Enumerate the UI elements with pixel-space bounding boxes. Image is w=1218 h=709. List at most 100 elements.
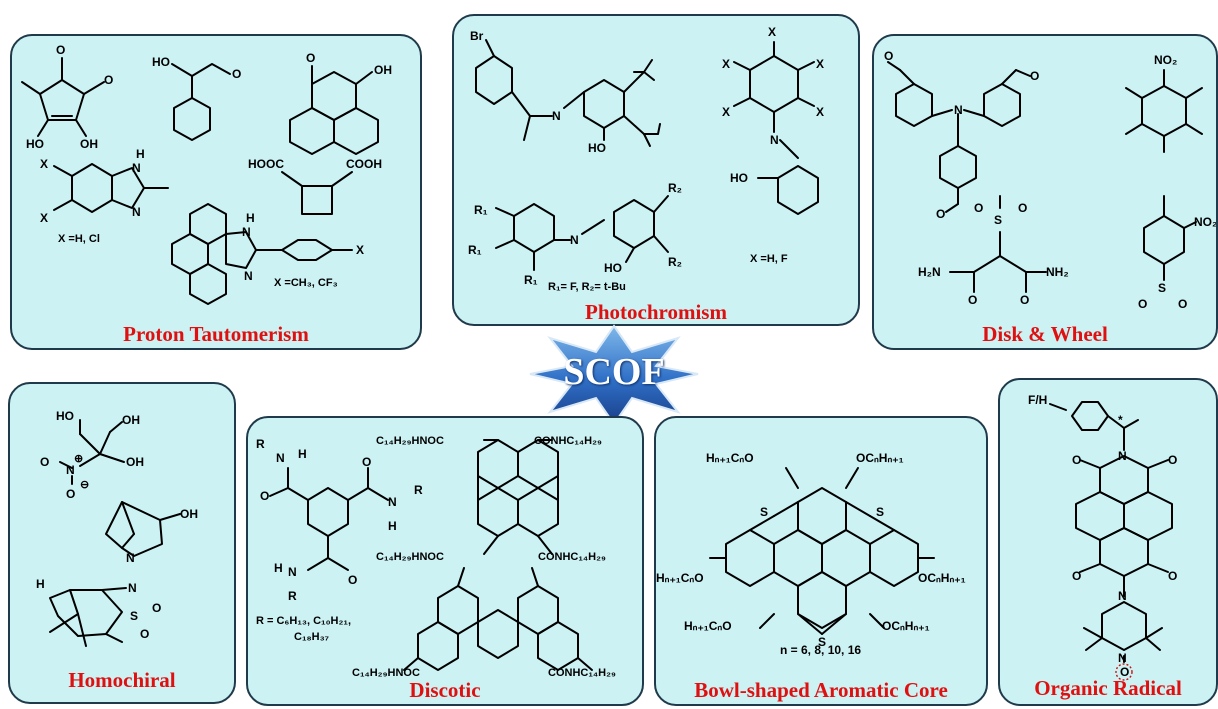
charge-minus: ⊖ xyxy=(80,479,89,491)
panel-title-homochiral: Homochiral xyxy=(68,668,176,692)
disk-wheel-structures: O O N O NO₂ S O O H₂N NH₂ O O NO₂ S xyxy=(884,49,1217,311)
atom-o-disc-3: O xyxy=(348,573,357,587)
atom-oh-homo-1: OH xyxy=(122,413,140,427)
atom-h2n: H₂N xyxy=(918,265,941,279)
atom-n-photo-2: N xyxy=(770,133,779,147)
atom-x-photo-1: X xyxy=(768,25,776,39)
chiral-star: * xyxy=(1118,413,1123,427)
atom-h-homo: H xyxy=(36,577,45,591)
atom-r2-1: R₂ xyxy=(668,181,682,195)
atom-o-1: O xyxy=(56,43,65,57)
atom-o-radical: O xyxy=(1120,665,1129,679)
panel-discotic: R N H O O N R H H N R O R = C₆H₁₃, C₁₀H₂… xyxy=(246,416,644,706)
atom-fh: F/H xyxy=(1028,393,1047,407)
discotic-structures: R N H O O N R H H N R O R = C₆H₁₃, C₁₀H₂… xyxy=(256,435,616,679)
atom-ho-homo: HO xyxy=(56,409,74,423)
atom-o-rad-2: O xyxy=(1168,453,1177,467)
atom-x-2: X xyxy=(40,211,48,225)
atom-no2-1: NO₂ xyxy=(1154,53,1177,67)
atom-n-homo-1: N xyxy=(66,463,75,477)
atom-amide-disc-2: CONHC₁₄H₂₉ xyxy=(534,435,602,447)
atom-r-disc-2: R xyxy=(414,483,423,497)
atom-o-disc-1: O xyxy=(260,489,269,503)
atom-no2-2: NO₂ xyxy=(1194,215,1217,229)
note-discotic-2: C₁₈H₃₇ xyxy=(294,631,329,643)
atom-n-rad-1: N xyxy=(1118,449,1127,463)
panel-title-discotic: Discotic xyxy=(409,678,481,702)
atom-o-homo-3: O xyxy=(152,601,161,615)
atom-r2-2: R₂ xyxy=(668,255,682,269)
atom-ho-1: HO xyxy=(26,137,44,151)
atom-o-homo-1: O xyxy=(40,455,49,469)
atom-o-disk-8: O xyxy=(1138,297,1147,311)
atom-n-disc-1: N xyxy=(276,451,285,465)
atom-x-1: X xyxy=(40,157,48,171)
atom-n-1: N xyxy=(132,161,141,175)
atom-ho-photo-3: HO xyxy=(604,261,622,275)
atom-alkoxy-bowl-6: OCₙHₙ₊₁ xyxy=(882,619,930,633)
atom-x-photo-2: X xyxy=(722,57,730,71)
atom-r-disc-1: R xyxy=(256,437,265,451)
atom-ho-2: HO xyxy=(152,55,170,69)
atom-ho-photo-1: HO xyxy=(588,141,606,155)
atom-h-2: H xyxy=(246,211,255,225)
atom-alkoxy-bowl-4: OCₙHₙ₊₁ xyxy=(918,571,966,585)
panel-title-disk-and-wheel: Disk & Wheel xyxy=(982,322,1108,346)
proton-tautomerism-structures: O O HO OH HO O O OH X X H N N X =H, Cl H xyxy=(21,43,392,305)
atom-h-disc-2: H xyxy=(388,519,397,533)
atom-alkoxy-bowl-3: Hₙ₊₁CₙO xyxy=(656,571,704,585)
note-discotic-1: R = C₆H₁₃, C₁₀H₂₁, xyxy=(256,615,351,627)
atom-amide-disc-5: C₁₄H₂₉HNOC xyxy=(352,667,420,679)
atom-cooh: COOH xyxy=(346,157,382,171)
panel-title-bowl-shaped-aromatic-core: Bowl-shaped Aromatic Core xyxy=(694,678,948,702)
photochromism-structures: Br N HO X X X X X N HO X =H, F R₁ R₁ xyxy=(468,25,824,293)
atom-amide-disc-6: CONHC₁₄H₂₉ xyxy=(548,667,616,679)
atom-n-homo-3: N xyxy=(128,581,137,595)
panel-bowl-shaped-aromatic-core: Hₙ₊₁CₙO OCₙHₙ₊₁ Hₙ₊₁CₙO OCₙHₙ₊₁ Hₙ₊₁CₙO … xyxy=(654,416,988,706)
atom-ho-photo-2: HO xyxy=(730,171,748,185)
atom-amide-disc-3: C₁₄H₂₉HNOC xyxy=(376,551,444,563)
atom-n-3: N xyxy=(242,225,251,239)
panel-organic-radical: F/H * N O O O O N N O Organic Radical xyxy=(998,378,1218,706)
panel-title-photochromism: Photochromism xyxy=(585,300,727,324)
atom-r1-2: R₁ xyxy=(468,243,482,257)
atom-alkoxy-bowl-1: Hₙ₊₁CₙO xyxy=(706,451,754,465)
atom-s-bowl-3: S xyxy=(818,635,826,649)
note-bowl: n = 6, 8, 10, 16 xyxy=(780,643,861,657)
atom-n-photo-3: N xyxy=(570,233,579,247)
atom-n-2: N xyxy=(132,205,141,219)
atom-oh-homo-3: OH xyxy=(180,507,198,521)
atom-nh2: NH₂ xyxy=(1046,265,1069,279)
atom-hooc: HOOC xyxy=(248,157,284,171)
panel-homochiral: HO OH OH O N O ⊕ ⊖ OH N H N S O O Homoch… xyxy=(8,382,236,704)
panel-disk-and-wheel: O O N O NO₂ S O O H₂N NH₂ O O NO₂ S xyxy=(872,34,1218,350)
scof-label: SCOF xyxy=(563,351,665,393)
atom-n-disc-3: N xyxy=(288,565,297,579)
atom-n-rad-2: N xyxy=(1118,589,1127,603)
atom-n-disk: N xyxy=(954,103,963,117)
homochiral-structures: HO OH OH O N O ⊕ ⊖ OH N H N S O O xyxy=(36,409,198,647)
atom-r-disc-3: R xyxy=(288,589,297,603)
note-proton-2: X =CH₃, CF₃ xyxy=(274,277,338,289)
atom-o-rad-3: O xyxy=(1072,569,1081,583)
atom-s-disk-2: S xyxy=(1158,281,1166,295)
atom-amide-disc-4: CONHC₁₄H₂₉ xyxy=(538,551,606,563)
atom-n-4: N xyxy=(244,269,253,283)
atom-o-disk-5: O xyxy=(1018,201,1027,215)
atom-x-photo-5: X xyxy=(816,105,824,119)
atom-h-1: H xyxy=(136,147,145,161)
atom-o-disk-3: O xyxy=(936,207,945,221)
atom-o-disk-4: O xyxy=(974,201,983,215)
panel-proton-tautomerism: O O HO OH HO O O OH X X H N N X =H, Cl H xyxy=(10,34,422,350)
atom-o-3: O xyxy=(232,67,241,81)
organic-radical-structure: F/H * N O O O O N N O xyxy=(1028,393,1177,681)
atom-o-2: O xyxy=(104,73,113,87)
atom-oh-2: OH xyxy=(374,63,392,77)
atom-o-disk-9: O xyxy=(1178,297,1187,311)
atom-x-photo-3: X xyxy=(816,57,824,71)
atom-x-3: X xyxy=(356,243,364,257)
atom-h-disc-3: H xyxy=(274,561,283,575)
charge-plus: ⊕ xyxy=(74,453,83,465)
atom-oh-1: OH xyxy=(80,137,98,151)
atom-o-homo-2: O xyxy=(66,487,75,501)
